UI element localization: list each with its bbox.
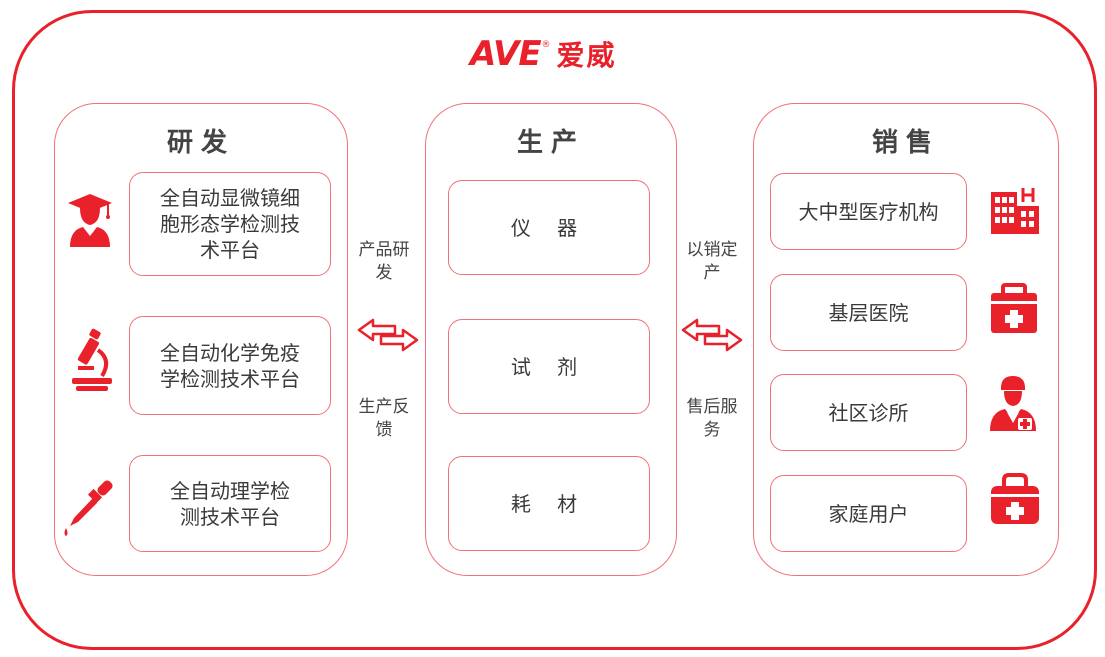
research-title: 研发 <box>166 128 235 158</box>
production-panel: 生产 <box>425 103 677 576</box>
sales-item-label: 基层医院 <box>828 300 909 325</box>
production-item-consumables: 耗 材 <box>448 456 650 551</box>
sales-item-home-users: 家庭用户 <box>770 475 967 552</box>
sales-panel: 销售 <box>753 103 1059 576</box>
bidirectional-arrow-left <box>357 318 419 352</box>
outer-frame <box>12 10 1097 650</box>
logo-latin: AVE <box>470 34 542 74</box>
production-title: 生产 <box>516 128 585 158</box>
logo-registered-mark: ® <box>541 40 551 50</box>
brand-logo: AVE ® 爱威 <box>470 34 617 74</box>
microscope-icon <box>72 328 112 391</box>
bidirectional-arrow-right <box>681 318 743 352</box>
production-item-label: 耗 材 <box>510 491 588 516</box>
sales-title: 销售 <box>871 128 940 158</box>
medical-kit-icon <box>991 283 1037 333</box>
doctor-icon <box>990 376 1036 431</box>
connector-label-production-feedback: 生产反馈 <box>358 397 410 440</box>
sales-item-label: 大中型医疗机构 <box>798 199 939 224</box>
research-item-cell-morphology: 全自动显微镜细胞形态学检测技术平台 <box>129 172 331 276</box>
research-panel: 研发 <box>54 103 348 576</box>
sales-item-label: 社区诊所 <box>828 400 909 425</box>
research-item-chemistry-immunology: 全自动化学免疫学检测技术平台 <box>129 316 331 415</box>
connector-label-sales-driven-production: 以销定产 <box>686 240 738 283</box>
connector-label-after-sales-service: 售后服务 <box>686 397 738 440</box>
research-item-label: 全自动理学检测技术平台 <box>170 478 290 529</box>
logo-chinese: 爱威 <box>556 39 617 72</box>
research-item-label: 全自动显微镜细胞形态学检测技术平台 <box>160 186 300 262</box>
production-item-reagents: 试 剂 <box>448 319 650 414</box>
production-item-label: 试 剂 <box>510 354 588 379</box>
sales-item-large-hospitals: 大中型医疗机构 <box>770 173 967 250</box>
graduate-icon <box>68 194 112 247</box>
research-item-physical-detection: 全自动理学检测技术平台 <box>129 455 331 552</box>
production-item-instruments: 仪 器 <box>448 180 650 275</box>
hospital-building-icon <box>991 188 1039 234</box>
sales-item-community-clinics: 社区诊所 <box>770 374 967 451</box>
first-aid-bag-icon <box>991 473 1039 524</box>
dropper-icon <box>64 480 113 536</box>
production-item-label: 仪 器 <box>510 215 588 240</box>
sales-item-label: 家庭用户 <box>828 501 909 526</box>
sales-item-primary-hospitals: 基层医院 <box>770 274 967 351</box>
connector-label-product-rd: 产品研发 <box>358 240 410 283</box>
research-item-label: 全自动化学免疫学检测技术平台 <box>160 340 300 391</box>
